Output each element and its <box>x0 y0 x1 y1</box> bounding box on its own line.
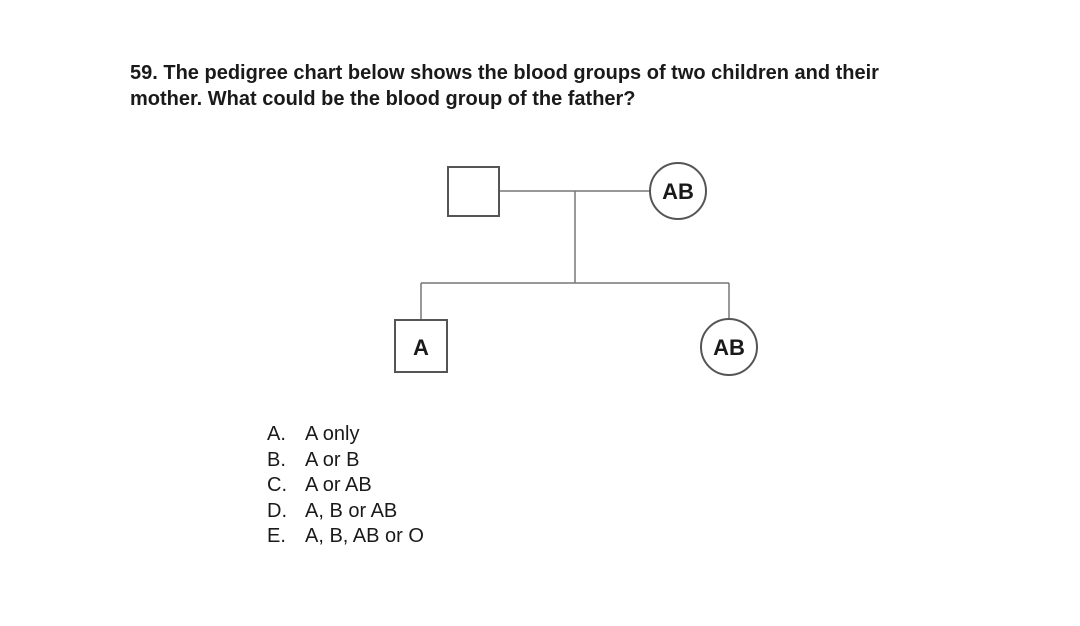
option-text: A only <box>305 423 360 445</box>
son-node: A <box>394 319 448 373</box>
option-b[interactable]: B. A or B <box>267 448 424 474</box>
father-square <box>447 166 500 217</box>
question-line-2: mother. What could be the blood group of… <box>130 88 636 110</box>
option-letter: C. <box>267 474 287 496</box>
answer-options: A. A only B. A or B C. A or AB D. A, B o… <box>267 422 424 550</box>
option-text: A or AB <box>305 474 372 496</box>
father-node <box>447 166 500 217</box>
option-e[interactable]: E. A, B, AB or O <box>267 524 424 550</box>
question-line-1: 59. The pedigree chart below shows the b… <box>130 62 879 84</box>
daughter-node: AB <box>700 318 758 376</box>
daughter-circle <box>700 318 758 376</box>
son-square <box>394 319 448 373</box>
option-text: A, B or AB <box>305 499 398 522</box>
option-c[interactable]: C. A or AB <box>267 473 424 499</box>
mother-label: AB <box>662 179 694 204</box>
option-text: A, B, AB or O <box>305 525 424 547</box>
question-text: 59. The pedigree chart below shows the b… <box>130 60 1010 112</box>
option-text: A or B <box>305 448 360 471</box>
option-letter: D. <box>267 499 287 522</box>
option-a[interactable]: A. A only <box>267 422 424 448</box>
son-label: A <box>413 335 429 360</box>
mother-circle <box>649 162 707 220</box>
option-letter: B. <box>267 448 286 471</box>
option-letter: A. <box>267 423 286 445</box>
mother-node: AB <box>649 162 707 220</box>
daughter-label: AB <box>713 335 745 360</box>
option-d[interactable]: D. A, B or AB <box>267 499 424 525</box>
option-letter: E. <box>267 525 286 547</box>
